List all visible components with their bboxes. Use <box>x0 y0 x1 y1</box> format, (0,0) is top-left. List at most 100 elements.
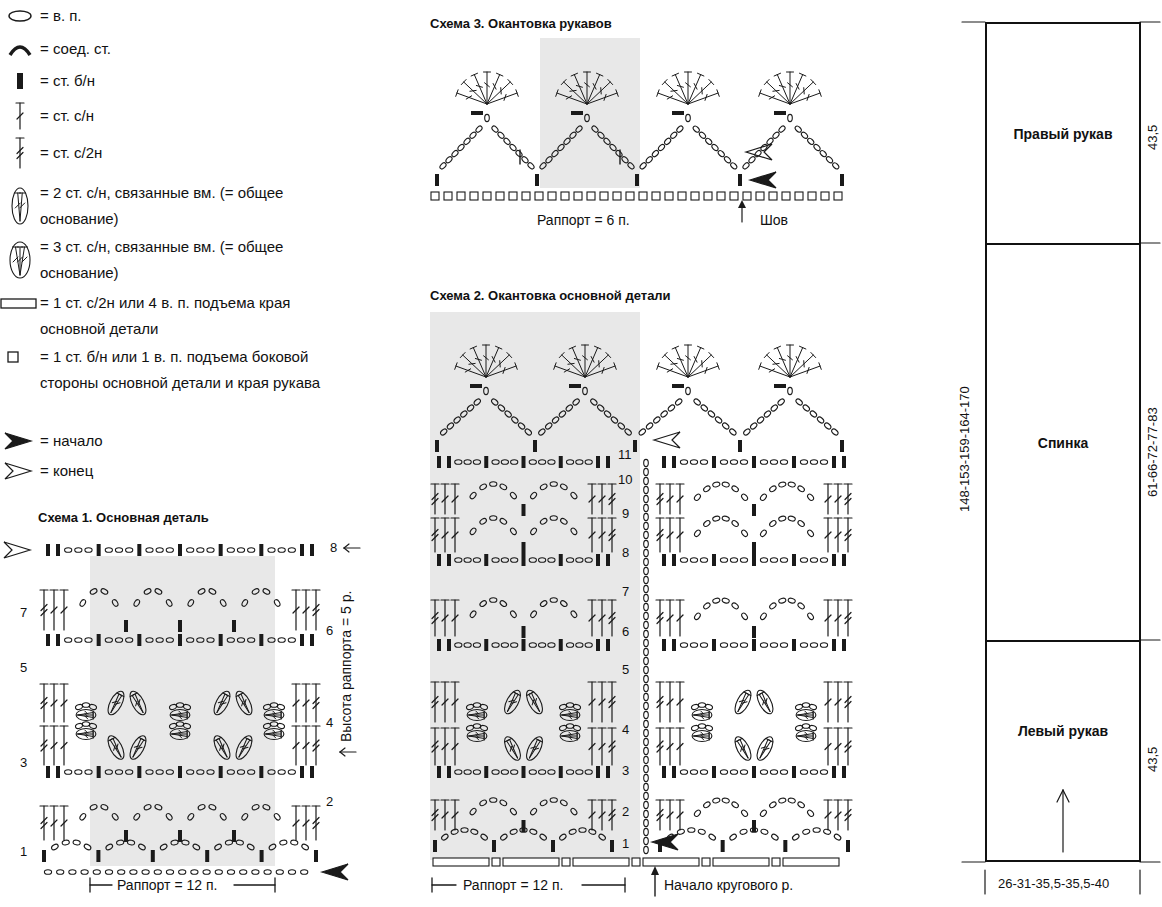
stitch-line <box>847 600 848 636</box>
single-crochet <box>97 766 101 778</box>
single-crochet <box>633 440 637 452</box>
stitch-line <box>790 366 820 377</box>
stitch-line <box>676 483 684 484</box>
stitch-line <box>742 745 747 750</box>
cluster-outline <box>523 688 545 716</box>
chain-stitch <box>644 558 649 565</box>
chain-stitch <box>288 548 295 553</box>
chain-stitch <box>638 428 646 436</box>
stitch-line <box>764 79 769 84</box>
chain-stitch <box>712 481 720 487</box>
stitch-line <box>432 815 438 821</box>
single-crochet <box>662 554 666 566</box>
stitch-line <box>432 746 438 752</box>
chain-stitch <box>573 704 581 711</box>
chain-stitch <box>197 770 204 775</box>
stitch-line <box>774 346 780 349</box>
stitch-line <box>111 695 122 714</box>
single-crochet <box>569 384 581 388</box>
chain-stitch <box>268 548 275 553</box>
chain-stitch <box>741 612 749 621</box>
single-crochet <box>610 840 614 852</box>
single-crochet <box>96 850 100 862</box>
stitch-line <box>303 607 309 613</box>
single-crochet <box>56 544 60 556</box>
chain-stitch <box>455 770 462 775</box>
single-crochet <box>437 766 441 778</box>
stitch-line <box>606 352 611 357</box>
stitch-line <box>694 357 697 363</box>
stitch-line <box>654 872 655 896</box>
stitch-line <box>134 694 145 713</box>
chain-stitch <box>115 770 122 775</box>
chain-stitch <box>207 770 214 775</box>
stitch-line <box>41 823 47 829</box>
stitch-line <box>441 599 449 600</box>
single-crochet <box>522 456 526 468</box>
chain-stitch <box>729 428 737 436</box>
stitch-line <box>60 725 68 726</box>
stitch-line <box>599 496 605 502</box>
stitch-line <box>51 607 57 613</box>
chart-title: Схема 3. Окантовка рукавов <box>430 16 612 32</box>
legend-text: = ст. с/2н <box>40 140 332 166</box>
chain-stitch <box>509 610 517 619</box>
chain-stitch <box>800 643 807 648</box>
single-crochet <box>56 634 60 646</box>
edge-square <box>561 192 569 200</box>
stitch-line <box>239 739 250 758</box>
chain-stitch <box>89 723 97 730</box>
stitch-line <box>835 496 841 502</box>
chain-stitch <box>545 156 553 164</box>
stitch-line <box>656 517 664 518</box>
single-crochet <box>721 840 725 852</box>
stitch-line <box>90 884 112 885</box>
chain-stitch <box>730 162 738 170</box>
chain-stitch <box>279 840 287 846</box>
chain-stitch <box>576 770 583 775</box>
stitch-line <box>803 88 804 94</box>
stitch-line <box>19 193 25 194</box>
chain-stitch <box>550 482 557 487</box>
chain-stitch <box>466 404 474 412</box>
stitch-line <box>591 357 594 363</box>
stitch-line <box>705 367 707 373</box>
single-crochet <box>232 830 236 842</box>
stitch-line <box>600 88 601 94</box>
chain-stitch <box>511 558 518 563</box>
stitch-line <box>608 799 616 800</box>
chain-stitch <box>203 870 210 875</box>
chain-stitch <box>469 527 477 536</box>
chain-stitch <box>795 398 803 406</box>
chain-stitch <box>187 638 194 643</box>
chain-stitch <box>663 137 671 145</box>
chain-stitch <box>262 588 271 595</box>
stitch-line <box>484 356 489 360</box>
chain-stitch <box>810 643 817 648</box>
stitch-line <box>17 113 23 119</box>
stitch-line <box>179 716 182 719</box>
stitch-line <box>50 683 58 684</box>
stitch-line <box>811 79 816 84</box>
stitch-line <box>566 96 571 99</box>
chain-stitch <box>154 804 162 811</box>
chain-stitch <box>756 416 764 424</box>
stitch-line <box>759 363 761 370</box>
chain-stitch <box>100 804 108 811</box>
chain-stitch <box>560 600 569 608</box>
stitch-line <box>686 356 691 360</box>
chain-stitch <box>693 529 701 538</box>
chain-stitch <box>769 801 778 809</box>
edge-square <box>587 192 595 200</box>
single-crochet <box>310 544 314 556</box>
stitch-line <box>834 727 842 728</box>
single-crochet <box>846 840 850 852</box>
chain-stitch <box>197 638 204 643</box>
chain-stitch <box>722 515 730 521</box>
stitch-line <box>577 737 578 740</box>
cluster-outline <box>754 688 776 716</box>
chain-stitch <box>816 416 824 424</box>
stitch-line <box>609 499 615 505</box>
chain-stitch <box>802 724 809 729</box>
chain-stitch <box>644 720 649 727</box>
